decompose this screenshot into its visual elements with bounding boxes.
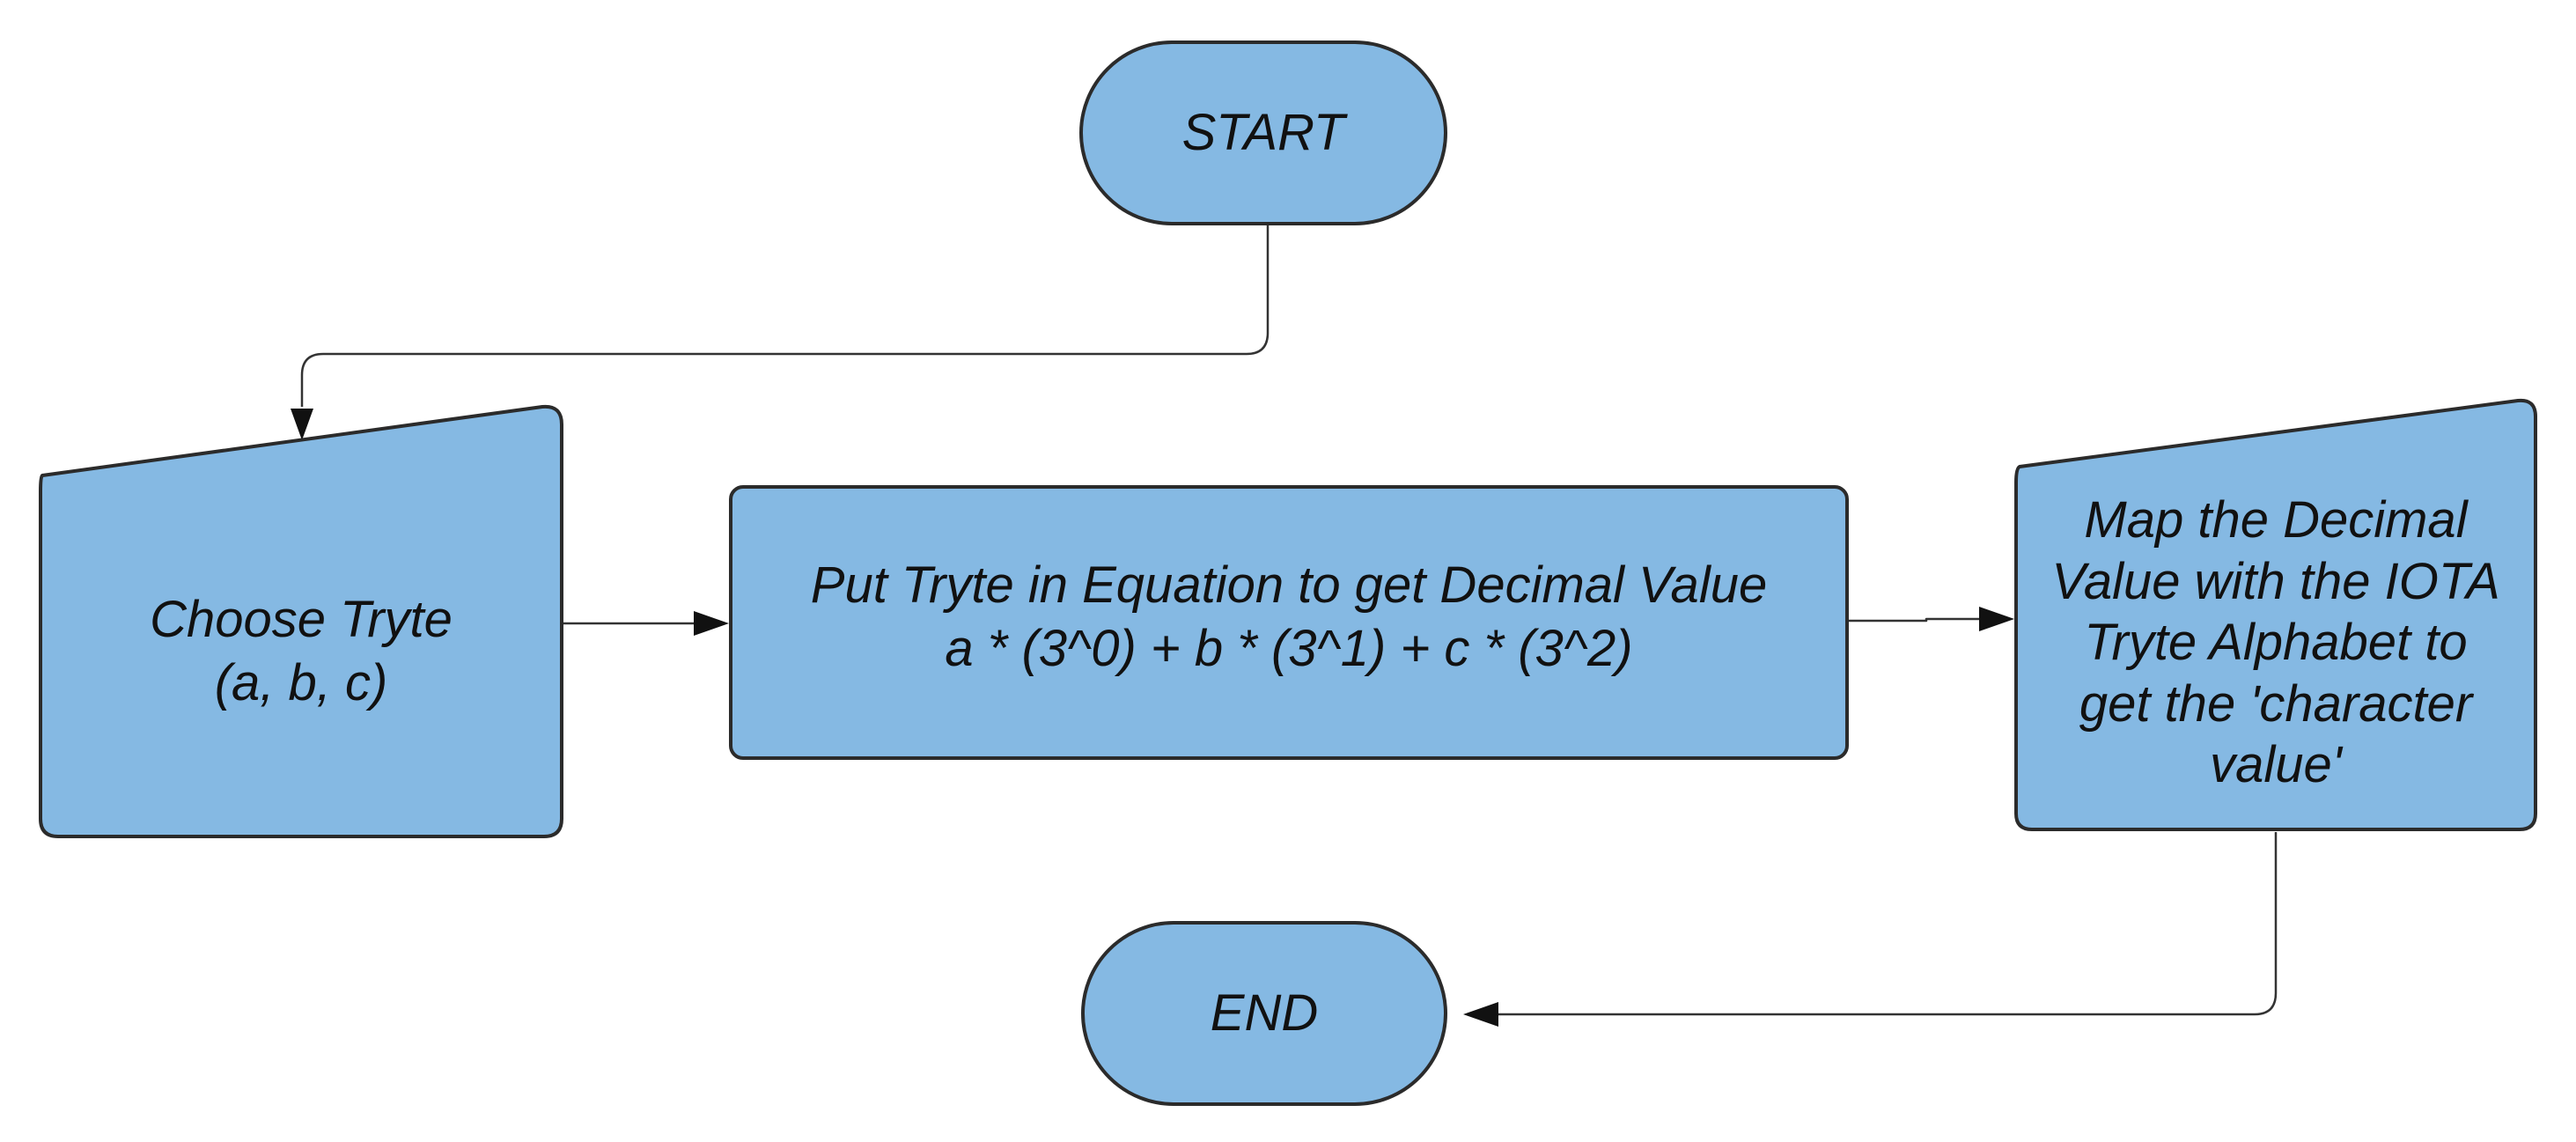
equation-process bbox=[729, 485, 1849, 760]
connector-equation-to-map bbox=[1849, 617, 1981, 623]
arrowhead-choose bbox=[291, 409, 313, 440]
connector-start-to-choose bbox=[300, 225, 1270, 407]
arrowhead-map bbox=[1979, 607, 2014, 631]
choose-tryte-manual-input bbox=[39, 404, 563, 838]
end-terminator bbox=[1081, 921, 1447, 1106]
arrowhead-equation bbox=[694, 611, 729, 636]
start-terminator bbox=[1079, 41, 1447, 225]
arrowhead-end bbox=[1463, 1002, 1498, 1027]
map-alphabet-manual-input bbox=[2014, 398, 2537, 831]
connector-map-to-end bbox=[1497, 832, 2278, 1016]
